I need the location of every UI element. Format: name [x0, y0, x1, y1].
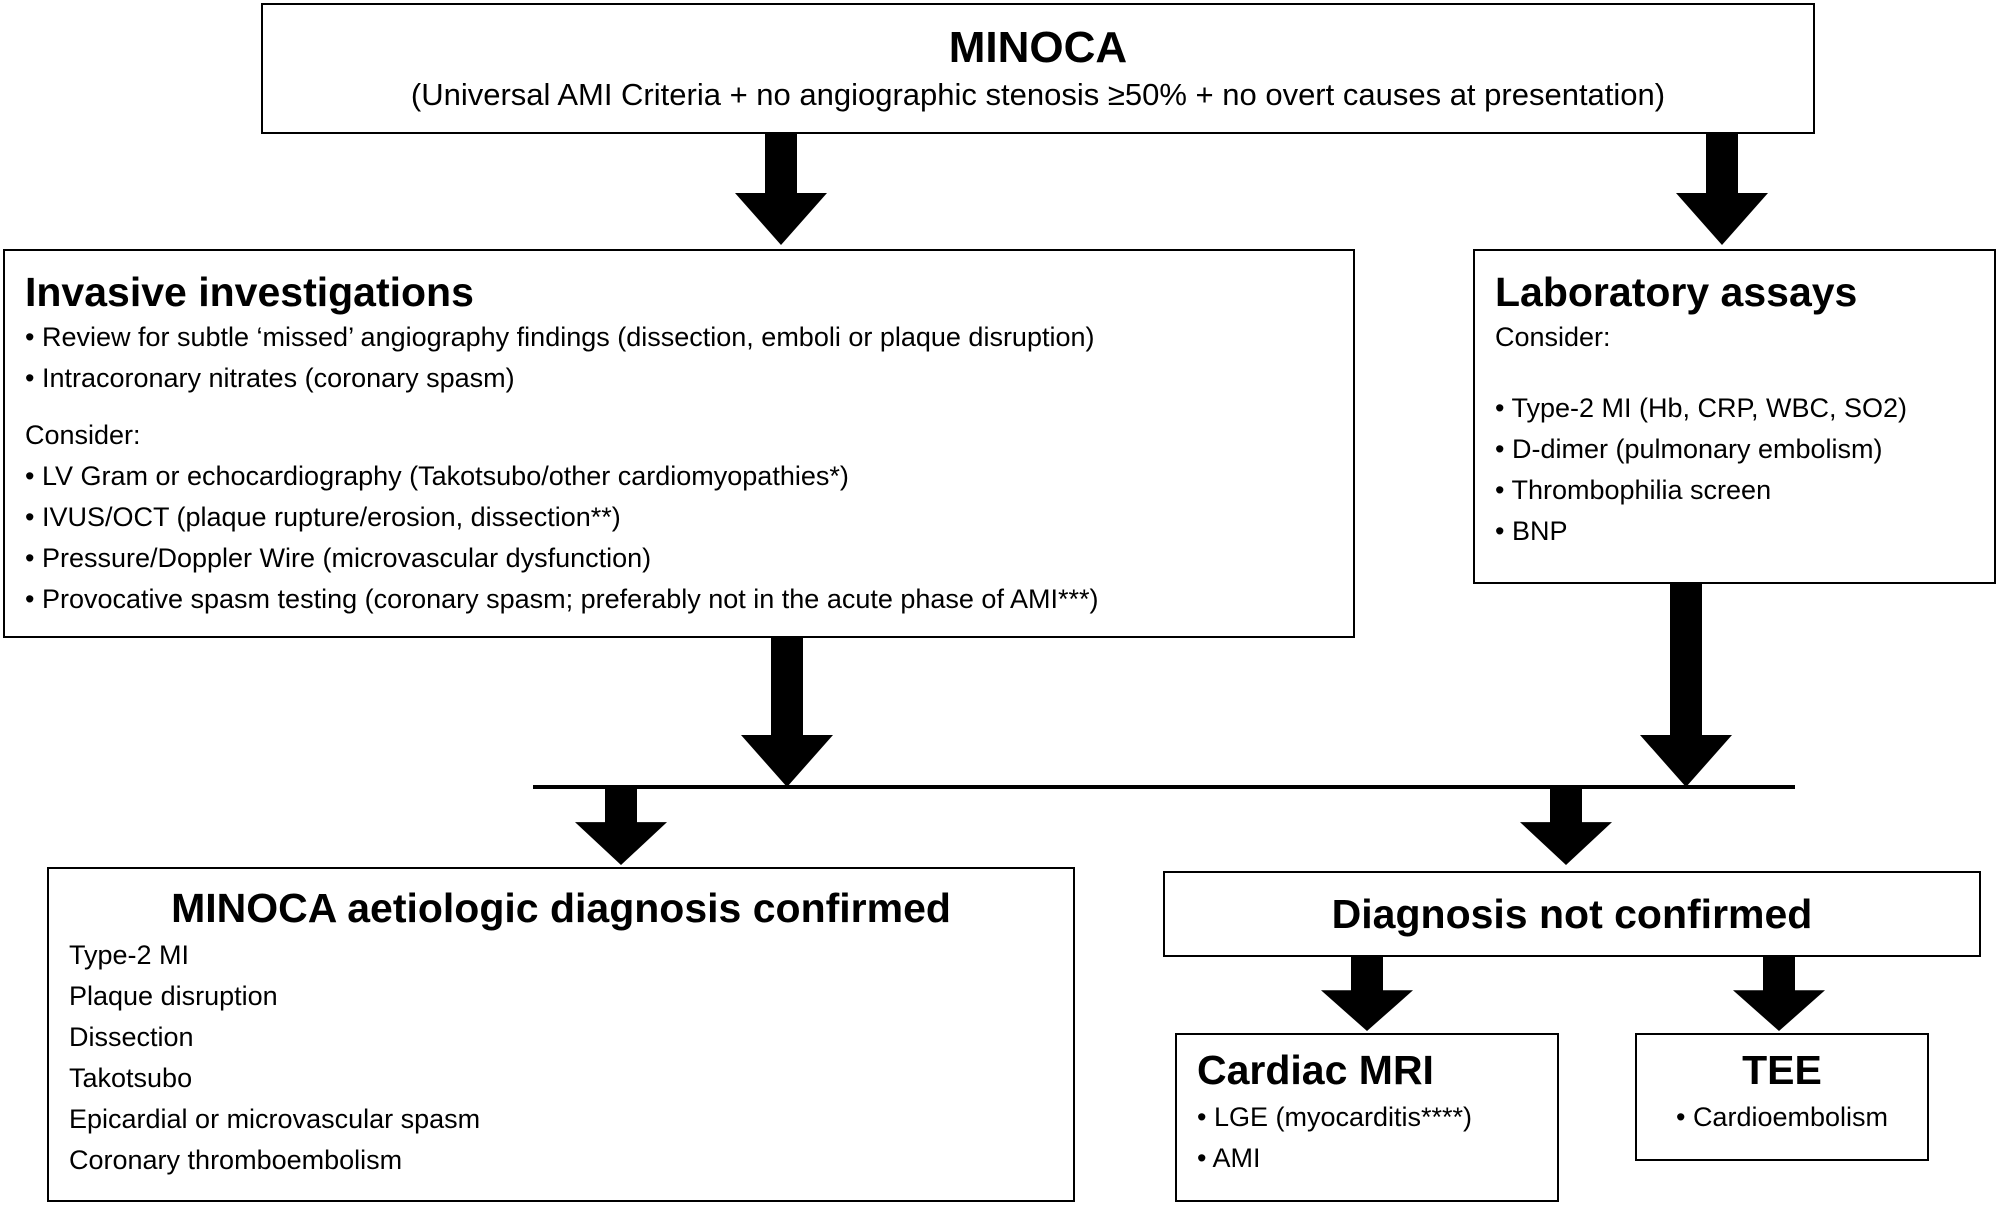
cardiac-mri-title: Cardiac MRI: [1197, 1047, 1434, 1093]
tee-title: TEE: [1742, 1047, 1822, 1093]
minoca-definition: (Universal AMI Criteria + no angiographi…: [410, 77, 1666, 112]
list-item: Coronary thromboembolism: [69, 1145, 403, 1175]
confirmed-box: MINOCA aetiologic diagnosis confirmed Ty…: [47, 867, 1075, 1202]
not-confirmed-title: Diagnosis not confirmed: [1331, 891, 1813, 937]
down-arrow-icon: [1676, 134, 1768, 245]
down-arrow-icon: [1733, 957, 1825, 1031]
list-item: • Cardioembolism: [1675, 1102, 1889, 1132]
down-arrow-icon: [1520, 787, 1612, 865]
consider-label: Consider:: [25, 420, 141, 450]
list-item: • AMI: [1197, 1143, 1261, 1173]
consider-label: Consider:: [1495, 322, 1611, 352]
list-item: Dissection: [69, 1022, 194, 1052]
list-item: • LV Gram or echocardiography (Takotsubo…: [25, 461, 849, 491]
minoca-title: MINOCA: [948, 23, 1128, 72]
invasive-title: Invasive investigations: [25, 269, 474, 315]
down-arrow-icon: [1321, 957, 1413, 1031]
down-arrow-icon: [735, 134, 827, 245]
minoca-box: MINOCA (Universal AMI Criteria + no angi…: [261, 3, 1815, 134]
not-confirmed-box: Diagnosis not confirmed: [1163, 871, 1981, 957]
list-item: • Provocative spasm testing (coronary sp…: [25, 584, 1099, 614]
list-item: • D-dimer (pulmonary embolism): [1495, 434, 1883, 464]
cardiac-mri-box: Cardiac MRI • LGE (myocarditis****) • AM…: [1175, 1033, 1559, 1202]
lab-box: Laboratory assays Consider: • Type-2 MI …: [1473, 249, 1996, 584]
down-arrow-icon: [1640, 584, 1732, 787]
lab-title: Laboratory assays: [1495, 269, 1858, 315]
down-arrow-icon: [741, 638, 833, 787]
list-item: Epicardial or microvascular spasm: [69, 1104, 481, 1134]
confirmed-title: MINOCA aetiologic diagnosis confirmed: [171, 885, 951, 931]
list-item: • Pressure/Doppler Wire (microvascular d…: [25, 543, 652, 573]
list-item: • Intracoronary nitrates (coronary spasm…: [25, 363, 515, 393]
list-item: Plaque disruption: [69, 981, 278, 1011]
tee-box: TEE • Cardioembolism: [1635, 1033, 1929, 1161]
list-item: • BNP: [1495, 516, 1568, 546]
invasive-box: Invasive investigations • Review for sub…: [3, 249, 1355, 638]
list-item: • Thrombophilia screen: [1495, 475, 1772, 505]
list-item: Takotsubo: [69, 1063, 193, 1093]
list-item: Type-2 MI: [69, 940, 190, 970]
list-item: • LGE (myocarditis****): [1197, 1102, 1473, 1132]
list-item: • Review for subtle ‘missed’ angiography…: [25, 322, 1095, 352]
list-item: • IVUS/OCT (plaque rupture/erosion, diss…: [25, 502, 621, 532]
list-item: • Type-2 MI (Hb, CRP, WBC, SO2): [1495, 393, 1908, 423]
down-arrow-icon: [575, 787, 667, 865]
